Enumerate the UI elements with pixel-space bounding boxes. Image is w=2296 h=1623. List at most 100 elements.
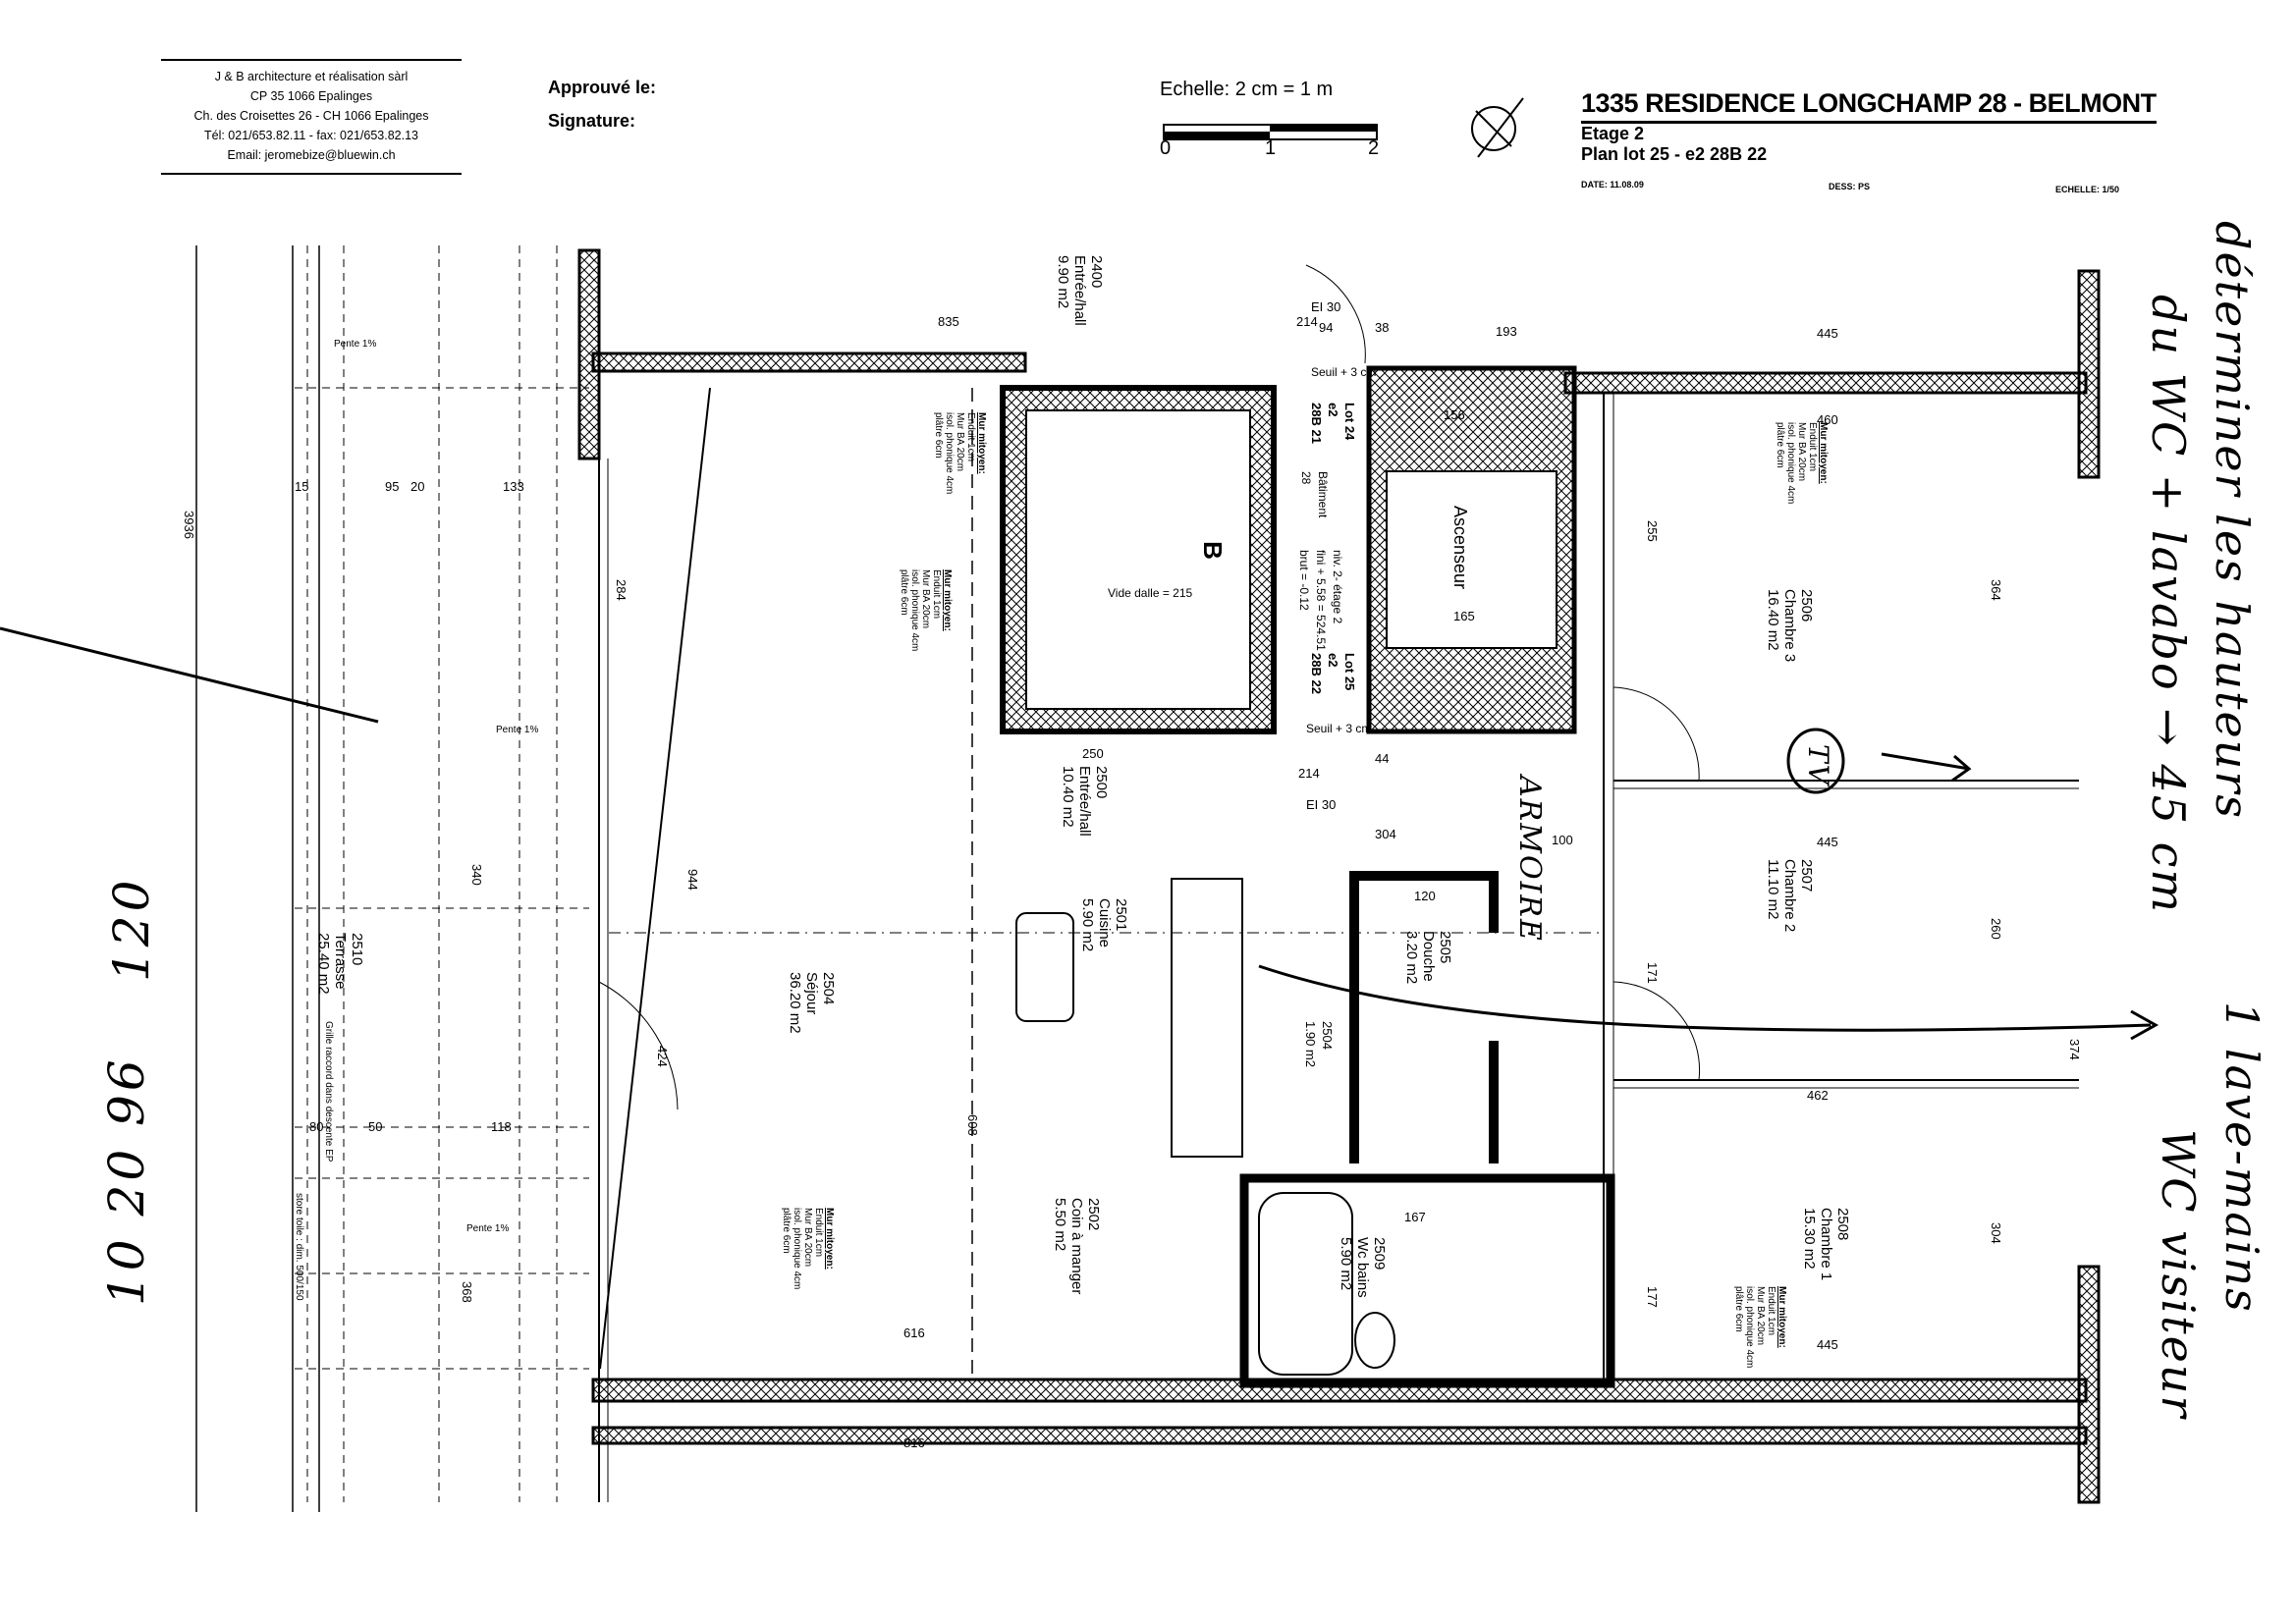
fire-rating-top: EI 30 bbox=[1311, 299, 1341, 314]
handwritten-note-line3: 1 lave-mains bbox=[2215, 1001, 2269, 1314]
dimension: 44 bbox=[1375, 751, 1390, 766]
company-po-box: CP 35 1066 Epalinges bbox=[249, 89, 373, 103]
dimension: 20 bbox=[410, 479, 425, 494]
drawn-by-label: DESS: PS bbox=[1829, 182, 1871, 191]
dimension: 835 bbox=[938, 314, 959, 329]
dimension: 260 bbox=[1989, 918, 2003, 940]
scale-tick-1: 1 bbox=[1265, 137, 1277, 159]
section-lines bbox=[598, 264, 1701, 1380]
dimension: 171 bbox=[1645, 962, 1660, 984]
dimension: 460 bbox=[1817, 412, 1838, 427]
threshold-top: Seuil + 3 cm bbox=[1311, 365, 1377, 379]
elevator-label: Ascenseur bbox=[1450, 506, 1470, 590]
dimension: 177 bbox=[1645, 1286, 1660, 1308]
dimension: 214 bbox=[1296, 314, 1318, 329]
handwritten-tv: TV bbox=[1802, 744, 1834, 786]
plan-label: Plan lot 25 - e2 28B 22 bbox=[1581, 144, 1768, 164]
dimension: 15 bbox=[295, 479, 309, 494]
dimension: 462 bbox=[1807, 1088, 1829, 1103]
company-block: J & B architecture et réalisation sàrl C… bbox=[161, 59, 462, 175]
dimension: 193 bbox=[1496, 324, 1517, 339]
scale-tick-2: 2 bbox=[1368, 137, 1380, 159]
scale-bar bbox=[1163, 124, 1378, 140]
handwritten-note-line1: déterminer les hauteurs bbox=[2206, 221, 2259, 820]
dimension: 304 bbox=[1989, 1222, 2003, 1244]
dimension: 3936 bbox=[182, 511, 196, 539]
date-label: DATE: 11.08.09 bbox=[1581, 180, 1644, 189]
dimension: 445 bbox=[1817, 326, 1838, 341]
dimension: 424 bbox=[655, 1046, 670, 1067]
scale-tick-0: 0 bbox=[1160, 137, 1172, 159]
dimension: 94 bbox=[1319, 320, 1334, 335]
threshold-bottom: Seuil + 3 cm bbox=[1306, 722, 1372, 735]
dimension: 50 bbox=[368, 1119, 383, 1134]
void-label: Vide dalle = 215 bbox=[1108, 586, 1193, 600]
dimension: 255 bbox=[1645, 520, 1660, 542]
dimension: 616 bbox=[903, 1325, 925, 1340]
dimension: 80 bbox=[309, 1119, 324, 1134]
dimension: 165 bbox=[1453, 609, 1475, 623]
dimension: 364 bbox=[1989, 579, 2003, 601]
dimension: 374 bbox=[2067, 1039, 2082, 1060]
fire-rating-bottom: EI 30 bbox=[1306, 797, 1337, 812]
handwritten-armoire: ARMOIRE bbox=[1512, 776, 1547, 943]
dimension: 368 bbox=[460, 1281, 474, 1303]
dimension: 133 bbox=[503, 479, 524, 494]
dimension: 120 bbox=[1414, 889, 1436, 903]
terrace-edge bbox=[195, 245, 320, 1512]
approved-label: Approuvé le: bbox=[548, 78, 657, 97]
dimension: 95 bbox=[385, 479, 400, 494]
company-phone: Tél: 021/653.82.11 - fax: 021/653.82.13 bbox=[204, 129, 418, 142]
terrace-grid bbox=[295, 245, 589, 1502]
slope-label: Pente 1% bbox=[496, 725, 539, 735]
scale-label: Echelle: 2 cm = 1 m bbox=[1160, 79, 1334, 100]
signature-label: Signature: bbox=[548, 111, 636, 131]
project-title: 1335 RESIDENCE LONGCHAMP 28 - BELMONT bbox=[1581, 88, 2157, 124]
company-email: Email: jeromebize@bluewin.ch bbox=[227, 148, 396, 162]
handwritten-left-line1: 120 bbox=[103, 876, 160, 982]
handwritten-note-line4: WC visiteur bbox=[2152, 1129, 2205, 1420]
title-block: 1335 RESIDENCE LONGCHAMP 28 - BELMONT Et… bbox=[1581, 88, 2157, 165]
handwritten-left-line2: 10 20 96 bbox=[98, 1055, 155, 1306]
walls bbox=[577, 248, 2101, 1504]
dimension: 340 bbox=[469, 864, 484, 886]
dimension: 100 bbox=[1552, 833, 1573, 847]
dimension: 944 bbox=[685, 869, 700, 891]
drain-note: Grille raccord dans descente EP bbox=[323, 1021, 334, 1163]
dimension: 445 bbox=[1817, 1337, 1838, 1352]
dimension: 816 bbox=[903, 1435, 925, 1450]
company-name: J & B architecture et réalisation sàrl bbox=[214, 70, 409, 83]
north-arrow-icon bbox=[1471, 97, 1524, 158]
slope-label: Pente 1% bbox=[334, 339, 377, 350]
dimension: 38 bbox=[1375, 320, 1390, 335]
company-address: Ch. des Croisettes 26 - CH 1066 Epalinge… bbox=[193, 109, 429, 123]
slope-label: Pente 1% bbox=[466, 1223, 510, 1234]
dimension: 156 bbox=[1444, 407, 1465, 422]
dimension: 284 bbox=[614, 579, 629, 601]
dimension: 250 bbox=[1082, 746, 1104, 761]
handwritten-annotations bbox=[0, 626, 2159, 1041]
sheet-scale-label: ECHELLE: 1/50 bbox=[2055, 185, 2120, 194]
handwritten-note-line2: du WC + lavabo → 45 cm bbox=[2142, 295, 2195, 914]
dimension: 118 bbox=[491, 1119, 512, 1134]
floor-label: Etage 2 bbox=[1581, 124, 1645, 143]
